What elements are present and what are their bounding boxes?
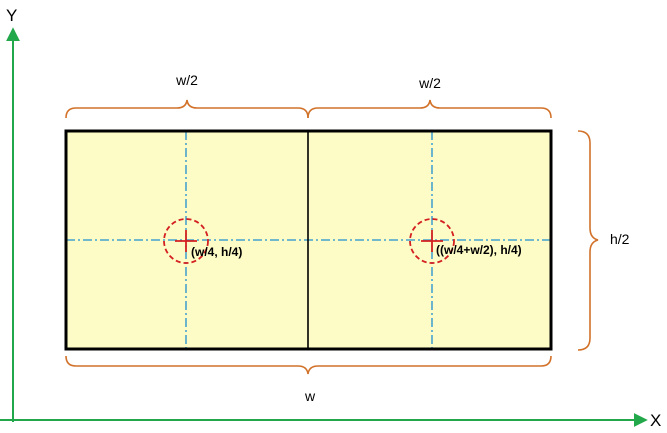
right-center-marker (409, 218, 455, 264)
right-dimension-label: h/2 (610, 231, 630, 247)
left-center-label: (w/4, h/4) (191, 245, 242, 259)
right-height-brace (577, 130, 599, 351)
top-left-brace (65, 99, 309, 119)
top-right-brace (307, 99, 552, 119)
x-axis-label: X (650, 411, 661, 430)
top-left-dimension-label: w/2 (175, 72, 198, 88)
bottom-dimension-label: w (304, 388, 316, 404)
left-center-marker (163, 218, 209, 264)
bottom-width-brace (65, 355, 552, 375)
top-right-dimension-label: w/2 (418, 75, 441, 91)
right-center-label: ((w/4+w/2), h/4) (436, 243, 522, 257)
y-axis-label: Y (6, 6, 17, 25)
